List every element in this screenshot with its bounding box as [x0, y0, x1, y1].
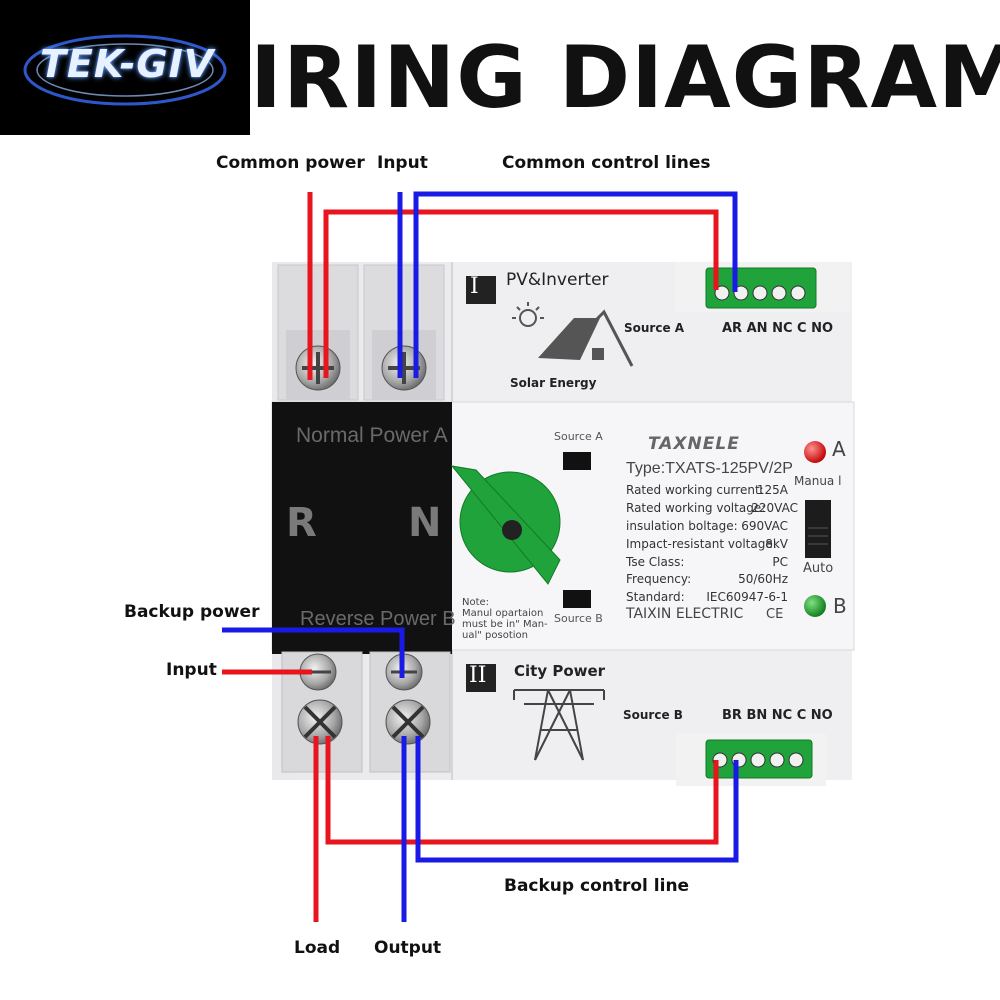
window-source-a-label: Source A [554, 430, 603, 443]
spec-row: Frequency:50/60Hz [626, 572, 788, 586]
roman-one: I [470, 274, 479, 299]
label-common-power: Common power [216, 153, 365, 173]
indicator-a-label: A [832, 437, 846, 461]
spec-row: Standard:IEC60947-6-1 [626, 590, 788, 604]
pylon-icon [513, 689, 605, 761]
note-text: Note: Manul opartaion must be in" Man- u… [462, 597, 548, 641]
label-load: Load [294, 938, 341, 958]
label-input-left: Input [166, 660, 217, 680]
wire-backup-control-blue [415, 736, 739, 863]
brand-label: TAXNELE [648, 434, 740, 454]
roman-two-box [466, 664, 496, 692]
spec-row: insulation boltage:690VAC [626, 519, 788, 533]
spec-table: Rated working current:125A Rated working… [626, 483, 798, 608]
indicator-a-led [804, 441, 826, 463]
city-power-label: City Power [514, 662, 606, 680]
label-backup-control: Backup control line [504, 876, 690, 896]
normal-power-label: Normal Power A [296, 424, 448, 447]
solar-house-icon [512, 302, 634, 367]
logo: TEK-GIV [0, 0, 250, 135]
wire-backup-power [222, 627, 405, 678]
indicator-b-led [804, 595, 826, 617]
solar-energy-label: Solar Energy [510, 376, 597, 390]
auto-label: Auto [803, 561, 834, 576]
terminal-bottom-label: BR BN NC C NO [722, 708, 833, 723]
handle-icon [450, 465, 561, 585]
spec-row: Impact-resistant voltage:8kV [626, 537, 788, 551]
source-b-label: Source B [623, 708, 683, 722]
source-a-label: Source A [624, 321, 685, 335]
label-input-top: Input [377, 153, 428, 173]
source-b-window [563, 590, 591, 608]
phase-r-label: R [286, 500, 317, 546]
phase-n-label: N [408, 500, 442, 546]
label-backup-power: Backup power [124, 602, 260, 622]
wire-common-control-red [323, 209, 719, 378]
label-output: Output [374, 938, 442, 958]
type-label: Type:TXATS-125PV/2P [626, 460, 793, 477]
manual-label: Manua l [794, 474, 842, 488]
window-source-b-label: Source B [554, 612, 603, 625]
source-a-window [563, 452, 591, 470]
spec-row: Rated working voltage:220VAC [626, 501, 798, 515]
roman-one-box [466, 276, 496, 304]
label-common-control: Common control lines [502, 153, 711, 173]
spec-row: Tse Class:PC [626, 555, 788, 569]
reverse-power-label: Reverse Power B [300, 608, 456, 630]
terminal-top-label: AR AN NC C NO [722, 321, 834, 336]
ce-mark: CE [766, 607, 784, 622]
wire-backup-control-red [325, 736, 719, 845]
front-cover [272, 402, 452, 654]
logo-text: TEK-GIV [40, 42, 215, 86]
indicator-b-label: B [833, 594, 847, 618]
wire-common-control-blue [413, 191, 738, 378]
manual-auto-switch [805, 500, 831, 558]
spec-row: Rated working current:125A [626, 483, 788, 497]
roman-two: II [469, 663, 487, 688]
pv-inverter-label: PV&Inverter [506, 270, 609, 290]
page-title: IRING DIAGRAM [250, 28, 1000, 128]
company-label: TAIXIN ELECTRIC [626, 606, 744, 622]
